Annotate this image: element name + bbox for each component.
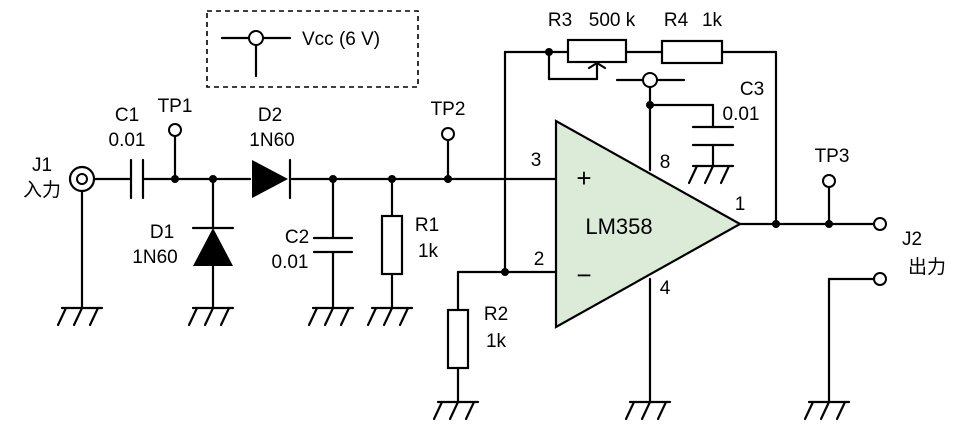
test-point-tp2: TP2: [431, 99, 466, 183]
vcc-legend: Vcc (6 V): [206, 10, 419, 88]
pin-8: 8: [660, 152, 671, 173]
j1-label: 入力: [23, 179, 61, 201]
vcc-supply: [615, 72, 715, 172]
ground-icon: [56, 306, 104, 327]
diode-d1: D1 1N60: [132, 175, 235, 310]
r4-ref: R4: [664, 10, 689, 31]
diode-d2: D2 1N60: [249, 105, 295, 200]
d1-ref: D1: [150, 222, 174, 243]
tp3-label: TP3: [815, 146, 850, 167]
c3-value: 0.01: [723, 104, 760, 125]
resistor-r4: R4 1k: [624, 10, 778, 226]
ground-icon: [307, 306, 355, 327]
c1-ref: C1: [115, 105, 139, 126]
opamp-lm358: LM358 + − 3 2 8 4 1: [531, 119, 746, 329]
input-jack-j1: J1 入力: [23, 155, 96, 310]
pin-2: 2: [534, 249, 545, 270]
resistor-r2-labels: R2 1k: [484, 304, 508, 352]
output-jack-j2: J2 出力: [827, 217, 946, 404]
tp1-label: TP1: [158, 96, 193, 117]
r1-value: 1k: [418, 241, 439, 262]
d2-ref: D2: [258, 105, 282, 126]
ground-icon: [803, 400, 851, 421]
ground-icon: [187, 306, 235, 327]
vcc-legend-label: Vcc (6 V): [302, 29, 380, 50]
opamp-minus: −: [576, 260, 591, 290]
c3-ref: C3: [740, 79, 764, 100]
resistor-r1: R1 1k: [380, 175, 439, 310]
r2-ref: R2: [484, 304, 508, 325]
ground-icon: [624, 400, 672, 421]
r2-value: 1k: [486, 331, 507, 352]
pin-1: 1: [735, 194, 746, 215]
ground-symbols: [56, 164, 851, 421]
tp2-label: TP2: [431, 99, 466, 120]
potentiometer-r3: R3 500 k: [545, 10, 636, 81]
capacitor-c3: C3 0.01: [691, 79, 764, 168]
pin-3: 3: [531, 150, 542, 171]
r3-ref: R3: [548, 10, 572, 31]
d1-value: 1N60: [132, 247, 177, 268]
capacitor-c2: C2 0.01: [272, 175, 354, 310]
opamp-name: LM358: [585, 214, 652, 239]
d2-value: 1N60: [249, 130, 294, 151]
j2-label: 出力: [908, 256, 946, 278]
opamp-plus: +: [576, 163, 591, 193]
j2-ref: J2: [902, 229, 922, 250]
ground-icon: [366, 306, 414, 327]
c2-ref: C2: [285, 227, 309, 248]
r4-value: 1k: [702, 10, 723, 31]
pin-4: 4: [660, 278, 671, 299]
capacitor-c1: C1 0.01: [109, 105, 146, 200]
test-point-tp1: TP1: [158, 96, 193, 183]
r1-ref: R1: [415, 215, 439, 236]
c2-value: 0.01: [272, 252, 309, 273]
ground-icon: [432, 400, 480, 421]
feedback-network: [446, 50, 570, 404]
ground-icon: [687, 164, 735, 185]
r3-value: 500 k: [589, 10, 636, 31]
output-line: TP3: [738, 146, 876, 228]
c1-value: 0.01: [109, 130, 146, 151]
j1-ref: J1: [32, 155, 52, 176]
